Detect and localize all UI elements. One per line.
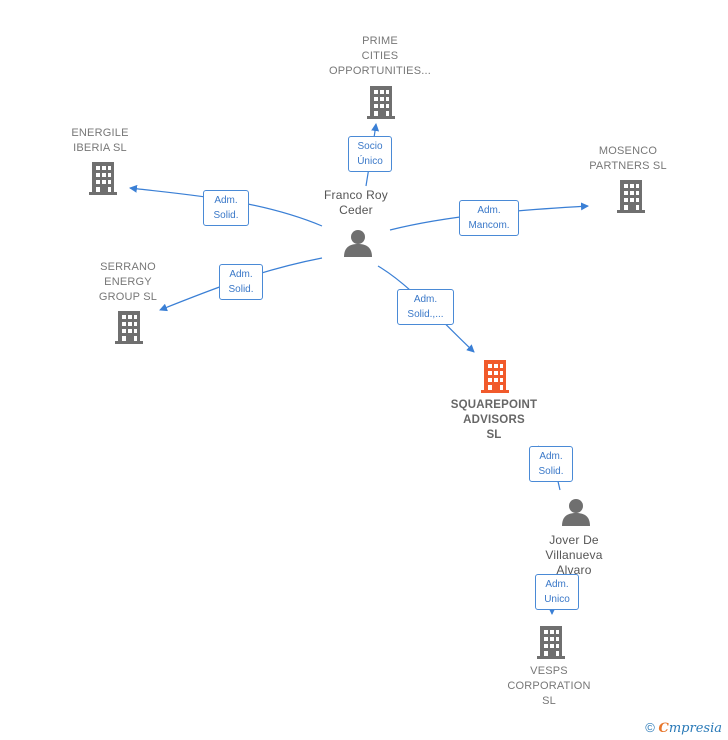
mosenco-building-icon[interactable]: [617, 180, 645, 213]
edge-label-jover-squarepoint[interactable]: Adm. Solid.: [529, 446, 573, 482]
prime-building-icon[interactable]: [367, 86, 395, 119]
edge-franco-mosenco-line-1: Adm.: [477, 205, 501, 216]
node-energile-label[interactable]: ENERGILE IBERIA SL: [50, 126, 150, 156]
node-serrano-label[interactable]: SERRANO ENERGY GROUP SL: [78, 260, 178, 305]
energile-building-icon[interactable]: [89, 162, 117, 195]
node-squarepoint-line-1: SQUAREPOINT: [450, 399, 538, 411]
vesps-building-icon[interactable]: [537, 626, 565, 659]
node-vesps-line-1: VESPS: [530, 665, 568, 677]
node-squarepoint-label[interactable]: SQUAREPOINT ADVISORS SL: [434, 398, 554, 443]
node-serrano-line-1: SERRANO: [100, 261, 156, 273]
edge-franco-prime-line-2: Único: [357, 156, 383, 167]
node-energile-line-2: IBERIA SL: [73, 142, 127, 154]
node-jover-line-1: Jover De: [549, 533, 599, 547]
node-vesps-line-2: CORPORATION: [507, 680, 591, 692]
edge-jover-vesps-line-1: Adm.: [545, 579, 569, 590]
node-franco-line-1: Franco Roy: [323, 188, 389, 202]
jover-person-icon[interactable]: [562, 499, 590, 526]
edge-label-franco-energile[interactable]: Adm. Solid.: [203, 190, 249, 226]
node-squarepoint-line-3: SL: [486, 429, 502, 441]
edge-franco-energile-line-1: Adm.: [214, 195, 238, 206]
empresia-logo: © Cmpresia: [645, 720, 722, 736]
edge-label-franco-mosenco[interactable]: Adm. Mancom.: [459, 200, 519, 236]
node-vesps-label[interactable]: VESPS CORPORATION SL: [494, 664, 604, 709]
edge-label-franco-prime[interactable]: Socio Único: [348, 136, 392, 172]
node-franco-line-2: Ceder: [339, 203, 373, 217]
node-serrano-line-3: GROUP SL: [98, 291, 158, 303]
edge-franco-serrano-line-1: Adm.: [229, 269, 253, 280]
node-prime-label[interactable]: PRIME CITIES OPPORTUNITIES...: [320, 34, 440, 79]
franco-person-icon[interactable]: [344, 230, 372, 257]
edge-franco-squarepoint-line-2: Solid.,...: [407, 309, 444, 320]
edge-label-franco-squarepoint[interactable]: Adm. Solid.,...: [397, 289, 454, 325]
node-prime-line-2: CITIES: [361, 50, 399, 62]
edge-franco-serrano-line-2: Solid.: [228, 284, 254, 295]
edge-jover-squarepoint-line-1: Adm.: [539, 451, 563, 462]
copyright-symbol: ©: [645, 720, 655, 735]
node-prime-line-1: PRIME: [362, 35, 398, 47]
edge-franco-squarepoint-line-1: Adm.: [413, 294, 438, 305]
node-franco-label[interactable]: Franco Roy Ceder: [306, 188, 406, 218]
node-prime-line-3: OPPORTUNITIES...: [328, 65, 431, 77]
edge-franco-energile-line-2: Solid.: [213, 210, 239, 221]
edge-franco-mosenco-line-2: Mancom.: [468, 220, 510, 231]
node-energile-line-1: ENERGILE: [71, 127, 129, 139]
node-jover-line-2: Villanueva: [545, 548, 603, 562]
node-vesps-line-3: SL: [542, 695, 556, 707]
node-jover-label[interactable]: Jover De Villanueva Alvaro: [524, 533, 624, 578]
brand-name: mpresia: [668, 721, 722, 736]
squarepoint-building-icon[interactable]: [481, 360, 509, 393]
node-mosenco-label[interactable]: MOSENCO PARTNERS SL: [578, 144, 678, 174]
node-squarepoint-line-2: ADVISORS: [463, 414, 525, 426]
node-mosenco-line-1: MOSENCO: [598, 145, 658, 157]
edge-jover-squarepoint-line-2: Solid.: [538, 466, 564, 477]
edge-franco-prime-line-1: Socio: [357, 141, 383, 152]
edge-jover-vesps-line-2: Unico: [544, 594, 570, 605]
brand-initial: C: [658, 721, 669, 736]
node-serrano-line-2: ENERGY: [104, 276, 152, 288]
edge-label-jover-vesps[interactable]: Adm. Unico: [535, 574, 579, 610]
node-jover-line-3: Alvaro: [556, 563, 592, 577]
node-mosenco-line-2: PARTNERS SL: [589, 160, 667, 172]
edge-label-franco-serrano[interactable]: Adm. Solid.: [219, 264, 263, 300]
serrano-building-icon[interactable]: [115, 311, 143, 344]
